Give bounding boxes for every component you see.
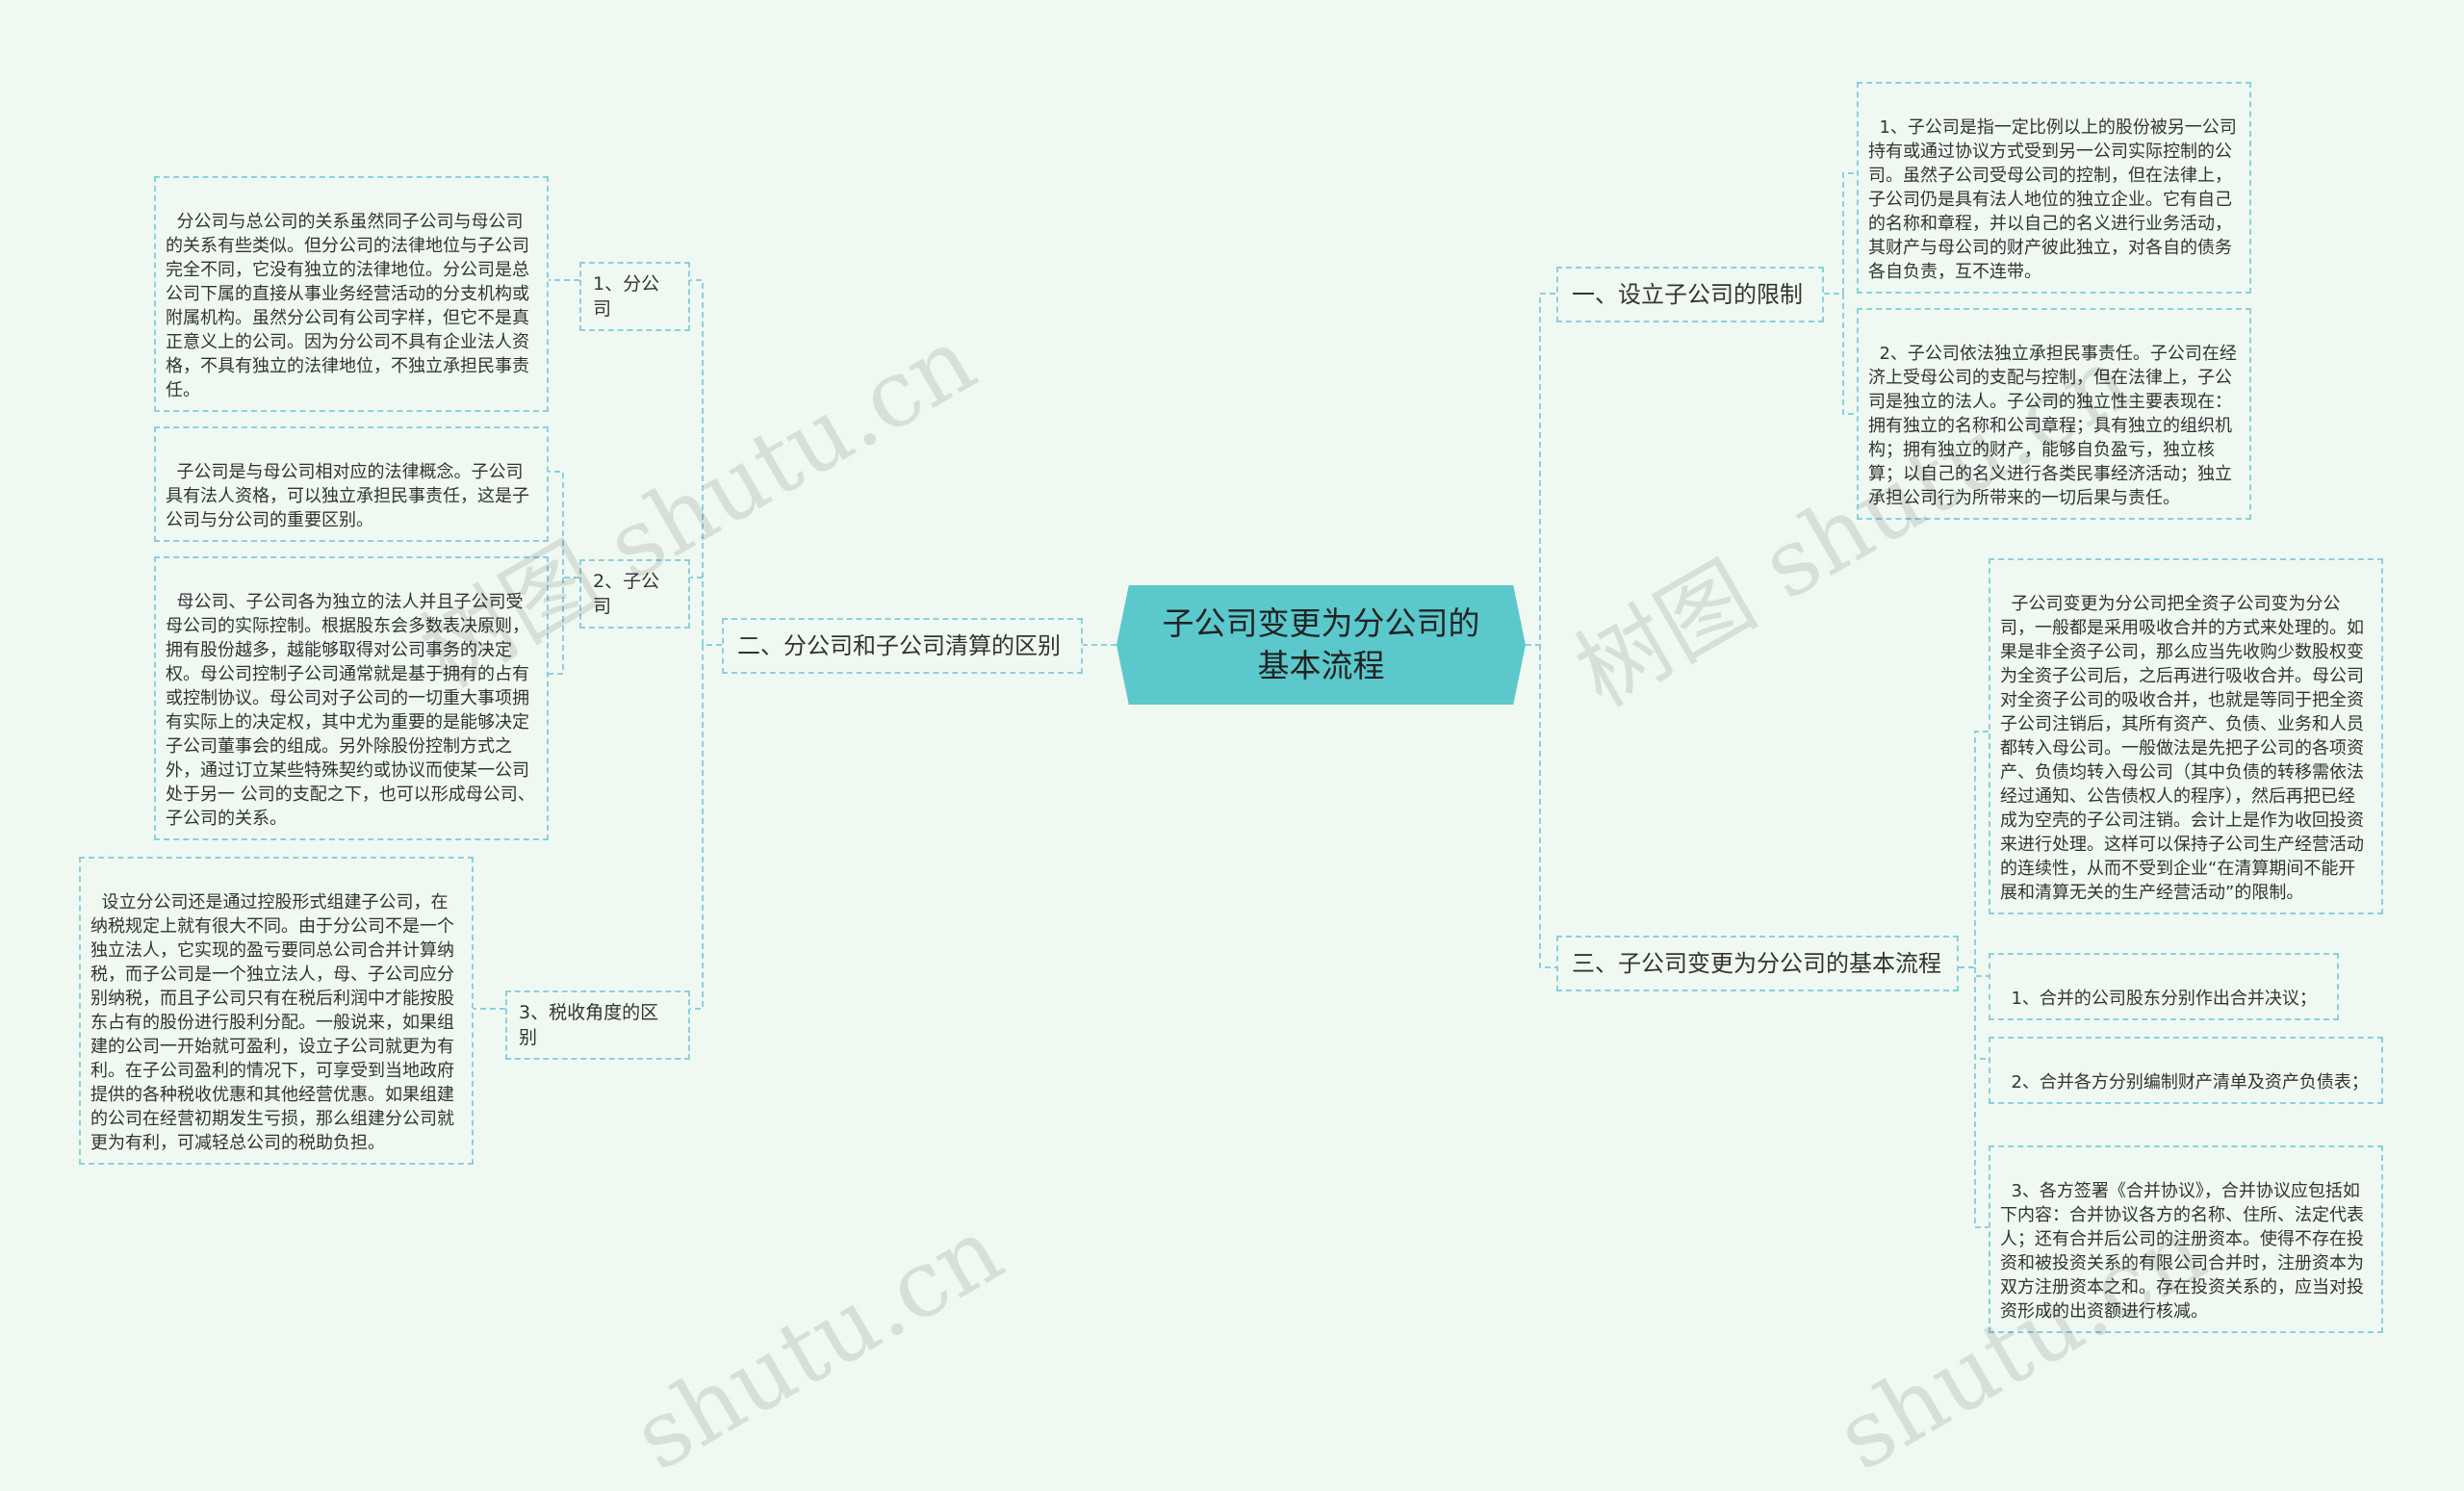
branch-difference-liquidation[interactable]: 二、分公司和子公司清算的区别: [722, 618, 1083, 674]
leaf-text: 2、合并各方分别编制财产清单及资产负债表；: [2011, 1072, 2369, 1093]
leaf-tax-desc[interactable]: 设立分公司还是通过控股形式组建子公司，在纳税规定上就有很大不同。由于分公司不是一…: [79, 857, 474, 1165]
leaf-text: 1、合并的公司股东分别作出合并决议；: [2011, 989, 2317, 1009]
leaf-step-2[interactable]: 2、合并各方分别编制财产清单及资产负债表；: [1989, 1037, 2383, 1104]
label-tax-difference[interactable]: 3、税收角度的区别: [505, 990, 690, 1060]
leaf-subsidiary-definition[interactable]: 1、子公司是指一定比例以上的股份被另一公司持有或通过协议方式受到另一公司实际控制…: [1857, 82, 2251, 294]
central-topic[interactable]: 子公司变更为分公司的基本流程: [1116, 585, 1526, 705]
leaf-text: 子公司是与母公司相对应的法律概念。子公司具有法人资格，可以独立承担民事责任，这是…: [166, 462, 529, 530]
leaf-text: 子公司变更为分公司把全资子公司变为分公司，一般都是采用吸收合并的方式来处理的。如…: [2000, 594, 2364, 903]
leaf-subsidiary-concept[interactable]: 子公司是与母公司相对应的法律概念。子公司具有法人资格，可以独立承担民事责任，这是…: [154, 426, 549, 542]
central-topic-text: 子公司变更为分公司的基本流程: [1162, 604, 1480, 684]
label-subsidiary[interactable]: 2、子公司: [579, 559, 690, 629]
leaf-text: 母公司、子公司各为独立的法人并且子公司受母公司的实际控制。根据股东会多数表决原则…: [166, 592, 535, 829]
leaf-step-1[interactable]: 1、合并的公司股东分别作出合并决议；: [1989, 953, 2339, 1020]
leaf-text: 3、各方签署《合并协议》，合并协议应包括如下内容：合并协议各方的名称、住所、法定…: [2000, 1181, 2364, 1322]
label-text: 1、分公司: [593, 273, 660, 320]
leaf-merger-overview[interactable]: 子公司变更为分公司把全资子公司变为分公司，一般都是采用吸收合并的方式来处理的。如…: [1989, 558, 2383, 914]
connector-lines: [474, 172, 1989, 1228]
leaf-parent-control[interactable]: 母公司、子公司各为独立的法人并且子公司受母公司的实际控制。根据股东会多数表决原则…: [154, 556, 549, 840]
branch-title: 一、设立子公司的限制: [1572, 281, 1803, 308]
label-text: 2、子公司: [593, 571, 660, 617]
leaf-step-3[interactable]: 3、各方签署《合并协议》，合并协议应包括如下内容：合并协议各方的名称、住所、法定…: [1989, 1145, 2383, 1333]
branch-title: 二、分公司和子公司清算的区别: [737, 632, 1061, 659]
branch-title: 三、子公司变更为分公司的基本流程: [1572, 950, 1941, 977]
label-branch-office[interactable]: 1、分公司: [579, 262, 690, 331]
branch-subsidiary-limits[interactable]: 一、设立子公司的限制: [1556, 267, 1824, 322]
leaf-text: 分公司与总公司的关系虽然同子公司与母公司的关系有些类似。但分公司的法律地位与子公…: [166, 212, 529, 400]
label-text: 3、税收角度的区别: [519, 1002, 659, 1048]
leaf-independent-liability[interactable]: 2、子公司依法独立承担民事责任。子公司在经济上受母公司的支配与控制，但在法律上，…: [1857, 308, 2251, 520]
leaf-text: 设立分公司还是通过控股形式组建子公司，在纳税规定上就有很大不同。由于分公司不是一…: [90, 892, 454, 1153]
branch-change-process[interactable]: 三、子公司变更为分公司的基本流程: [1556, 936, 1959, 991]
leaf-text: 2、子公司依法独立承担民事责任。子公司在经济上受母公司的支配与控制，但在法律上，…: [1868, 344, 2237, 508]
leaf-branch-office-desc[interactable]: 分公司与总公司的关系虽然同子公司与母公司的关系有些类似。但分公司的法律地位与子公…: [154, 176, 549, 412]
leaf-text: 1、子公司是指一定比例以上的股份被另一公司持有或通过协议方式受到另一公司实际控制…: [1868, 117, 2237, 282]
